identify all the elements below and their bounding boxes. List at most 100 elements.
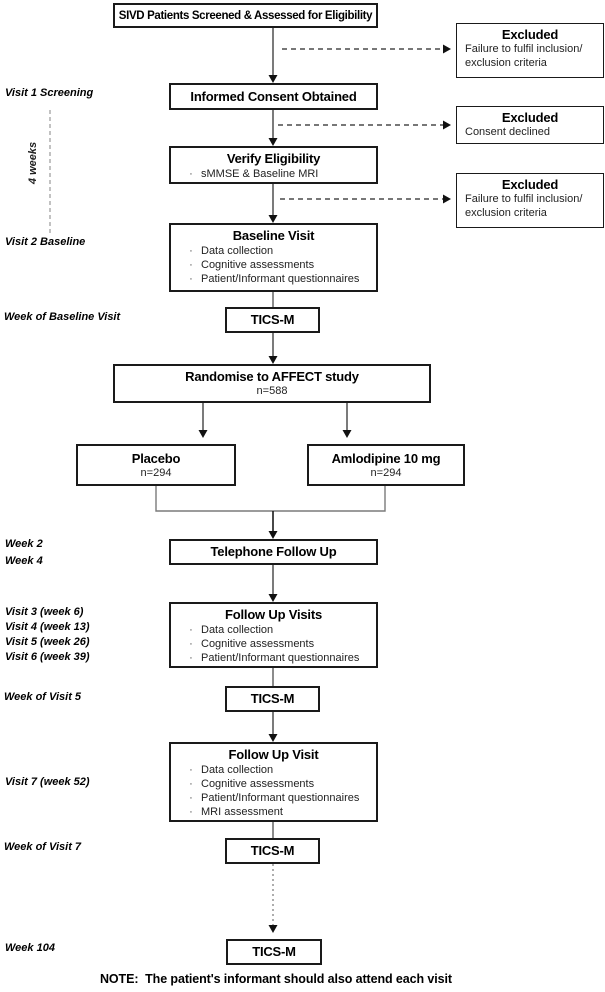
bullet-dot xyxy=(181,258,201,272)
box-tics-3-title: TICS-M xyxy=(250,843,295,858)
side-label-visit-2: Visit 2 Baseline xyxy=(5,236,86,248)
bullet-text: Data collection xyxy=(201,245,274,257)
excluded-3-line: Failure to fulfil inclusion/ xyxy=(465,193,583,205)
box-consent-title: Informed Consent Obtained xyxy=(190,88,357,104)
box-screened-title: SIVD Patients Screened & Assessed for El… xyxy=(118,9,373,22)
box-excluded-1: Excluded Failure to fulfil inclusion/ ex… xyxy=(456,23,604,78)
box-baseline-title: Baseline Visit xyxy=(232,228,315,243)
excluded-1-line: exclusion criteria xyxy=(465,56,547,69)
bullet-dot xyxy=(181,805,201,819)
bullet-text: Data collection xyxy=(201,624,274,636)
bullet-text: Patient/Informant questionnaires xyxy=(201,273,360,285)
side-label-week-of-baseline: Week of Baseline Visit xyxy=(4,311,121,323)
box-tics-4: TICS-M xyxy=(226,939,322,965)
side-label-visit-7: Visit 7 (week 52) xyxy=(5,776,90,788)
box-tics-1: TICS-M xyxy=(225,307,320,333)
arrowhead-randomise-placebo xyxy=(198,430,208,438)
bullet-text: Patient/Informant questionnaires xyxy=(201,792,360,804)
bullet-row: Data collection xyxy=(171,763,376,777)
side-label-visit-1: Visit 1 Screening xyxy=(5,87,94,99)
bullet-dot xyxy=(181,272,201,286)
box-amlodipine-n: n=294 xyxy=(370,467,402,479)
bullet-dot xyxy=(181,623,201,637)
bullet-row: Patient/Informant questionnaires xyxy=(171,272,376,286)
arrowhead-telephone-fuvisits xyxy=(268,594,278,602)
bullet-dot xyxy=(181,651,201,665)
bullet-row: Data collection xyxy=(171,623,376,637)
bullet-dot xyxy=(181,763,201,777)
box-tics-1-title: TICS-M xyxy=(250,312,295,327)
bullet-row: sMMSE & Baseline MRI xyxy=(171,167,376,181)
bullet-text: Cognitive assessments xyxy=(201,638,315,650)
box-consent: Informed Consent Obtained xyxy=(169,83,378,110)
footer-note: NOTE: The patient's informant should als… xyxy=(100,972,452,986)
box-randomise-title: Randomise to AFFECT study xyxy=(185,369,359,384)
side-label-week-of-visit-5: Week of Visit 5 xyxy=(4,691,82,703)
side-label-visit-6: Visit 6 (week 39) xyxy=(5,651,90,663)
side-label-4-weeks: 4 weeks xyxy=(27,141,39,185)
side-label-week-104: Week 104 xyxy=(5,942,55,954)
bullet-row: Data collection xyxy=(171,244,376,258)
box-amlodipine: Amlodipine 10 mg n=294 xyxy=(307,444,465,486)
side-label-visit-3: Visit 3 (week 6) xyxy=(5,606,84,618)
bullet-text: MRI assessment xyxy=(201,806,283,818)
box-placebo-title: Placebo xyxy=(131,451,181,466)
excluded-1-line: Failure to fulfil inclusion/ xyxy=(465,43,583,55)
box-randomise: Randomise to AFFECT study n=588 xyxy=(113,364,431,403)
excluded-1-title: Excluded xyxy=(501,27,559,42)
arrowhead-merge-telephone xyxy=(268,531,278,539)
box-tics-4-title: TICS-M xyxy=(252,944,296,959)
box-excluded-3: Excluded Failure to fulfil inclusion/ ex… xyxy=(456,173,604,228)
box-tics-2: TICS-M xyxy=(225,686,320,712)
side-label-week-4: Week 4 xyxy=(5,555,43,567)
arrowhead-screened-consent xyxy=(268,75,278,83)
bullet-dot xyxy=(181,167,201,181)
bullet-text: Cognitive assessments xyxy=(201,259,315,271)
box-followup-visit-7: Follow Up Visit Data collection Cognitiv… xyxy=(169,742,378,822)
box-baseline-visit: Baseline Visit Data collection Cognitive… xyxy=(169,223,378,292)
bullet-row: Cognitive assessments xyxy=(171,777,376,791)
box-screened: SIVD Patients Screened & Assessed for El… xyxy=(113,3,378,28)
excluded-2-line: Consent declined xyxy=(465,126,551,138)
bullet-dot xyxy=(181,244,201,258)
box-placebo: Placebo n=294 xyxy=(76,444,236,486)
bullet-dot xyxy=(181,791,201,805)
bullet-dot xyxy=(181,637,201,651)
bullet-dot xyxy=(181,777,201,791)
bullet-row: MRI assessment xyxy=(171,805,376,819)
box-placebo-n: n=294 xyxy=(140,467,172,479)
excluded-3-line: exclusion criteria xyxy=(465,206,547,219)
box-tics-2-title: TICS-M xyxy=(250,691,295,706)
bullet-row: Cognitive assessments xyxy=(171,637,376,651)
box-randomise-n: n=588 xyxy=(256,385,288,397)
arrowhead-consent-verify xyxy=(268,138,278,146)
arrowhead-excluded-2 xyxy=(443,120,451,130)
arrowhead-excluded-3 xyxy=(443,194,451,204)
arrowhead-tics1-randomise xyxy=(268,356,278,364)
arrowhead-verify-baseline xyxy=(268,215,278,223)
bullet-row: Patient/Informant questionnaires xyxy=(171,791,376,805)
box-verify: Verify Eligibility sMMSE & Baseline MRI xyxy=(169,146,378,184)
arrowhead-tics2-fuvisit7 xyxy=(268,734,278,742)
connector-arms-merge xyxy=(155,486,386,512)
bullet-row: Cognitive assessments xyxy=(171,258,376,272)
side-label-week-2: Week 2 xyxy=(5,538,43,550)
excluded-3-title: Excluded xyxy=(501,177,559,192)
bullet-text: Patient/Informant questionnaires xyxy=(201,652,360,664)
box-followup-visit-7-title: Follow Up Visit xyxy=(228,747,319,762)
bullet-text: Data collection xyxy=(201,764,274,776)
arrowhead-excluded-1 xyxy=(443,44,451,54)
arrowhead-randomise-amlodipine xyxy=(342,430,352,438)
box-excluded-2: Excluded Consent declined xyxy=(456,106,604,144)
bullet-text: sMMSE & Baseline MRI xyxy=(201,168,319,180)
box-followup-visits-title: Follow Up Visits xyxy=(225,607,322,622)
box-amlodipine-title: Amlodipine 10 mg xyxy=(331,451,441,466)
box-telephone-title: Telephone Follow Up xyxy=(210,544,337,559)
side-label-visit-4: Visit 4 (week 13) xyxy=(5,621,90,633)
side-label-visit-5: Visit 5 (week 26) xyxy=(5,636,90,648)
box-telephone-followup: Telephone Follow Up xyxy=(169,539,378,565)
excluded-2-title: Excluded xyxy=(501,110,559,125)
box-tics-3: TICS-M xyxy=(225,838,320,864)
